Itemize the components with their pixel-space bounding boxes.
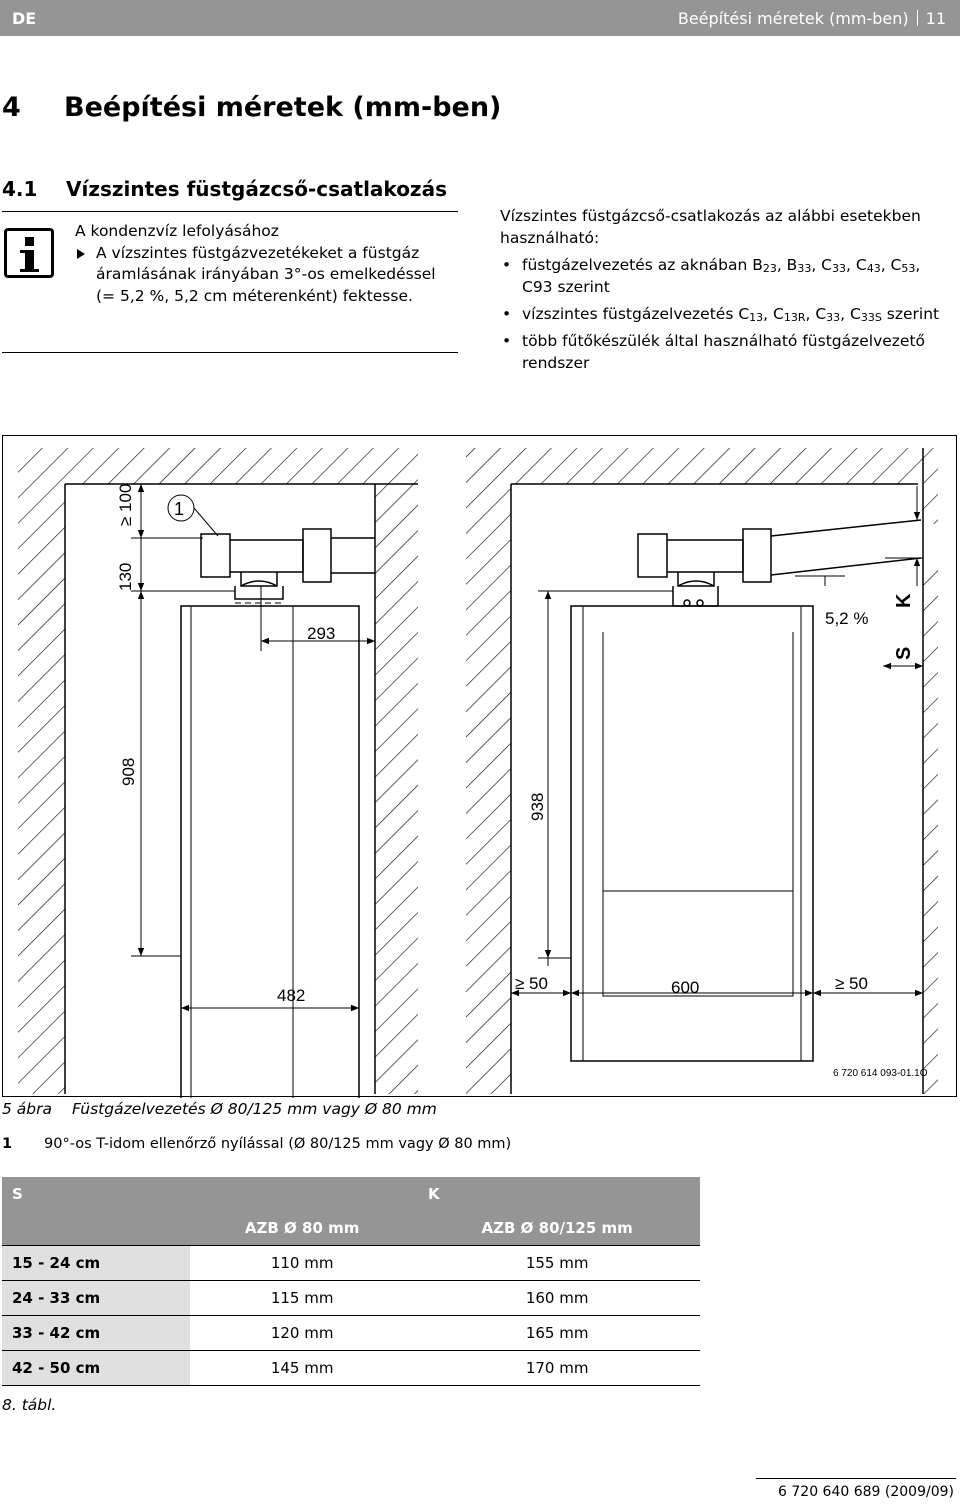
left-boiler xyxy=(180,528,375,1098)
section-number: 4.1 xyxy=(2,177,38,201)
dim-130: 130 xyxy=(116,563,135,591)
drawing-code: 6 720 614 093-01.1O xyxy=(833,1068,928,1079)
dim-50-right: ≥ 50 xyxy=(835,974,868,993)
k-label: K xyxy=(893,593,915,608)
table-row: 24 - 33 cm 115 mm 160 mm xyxy=(2,1280,700,1316)
s-label: S xyxy=(893,647,915,660)
usage-intro: Vízszintes füstgázcső-csatlakozás az alá… xyxy=(500,207,921,247)
dim-938: 938 xyxy=(528,793,547,821)
figure-legend: 1 90°-os T-idom ellenőrző nyílással (Ø 80… xyxy=(2,1136,511,1152)
language-label: DE xyxy=(12,9,37,28)
left-dimensions xyxy=(131,483,375,1016)
right-wall-hatching xyxy=(466,448,938,1094)
legend-text: 90°-os T-idom ellenőrző nyílással (Ø 80/… xyxy=(44,1136,512,1152)
col-s-header: S xyxy=(2,1177,190,1211)
usage-bullet-3: •több fűtőkészülék által használható füs… xyxy=(502,332,926,372)
table-caption: 8. tábl. xyxy=(2,1396,57,1414)
right-dimensions xyxy=(511,486,923,1011)
dim-482: 482 xyxy=(277,986,305,1005)
legend-number: 1 xyxy=(2,1136,13,1152)
page-number: 11 xyxy=(925,9,946,28)
info-icon xyxy=(4,228,54,278)
table-row: 15 - 24 cm 110 mm 155 mm xyxy=(2,1245,700,1281)
table-row: 42 - 50 cm 145 mm 170 mm xyxy=(2,1350,700,1386)
chapter-number: 4 xyxy=(2,92,21,123)
info-step-text: A vízszintes füstgázvezetékeket a füstgá… xyxy=(96,243,436,305)
table-subheader-row: AZB Ø 80 mm AZB Ø 80/125 mm xyxy=(2,1211,700,1246)
section-title: Vízszintes füstgázcső-csatlakozás xyxy=(66,177,447,201)
dim-908: 908 xyxy=(119,758,138,786)
section-heading: 4.1 Vízszintes füstgázcső-csatlakozás xyxy=(2,177,447,201)
dimension-labels: ≥ 100 130 1 293 908 482 938 ≥ 50 600 ≥ 5… xyxy=(116,484,928,1079)
header-section-title: Beépítési méretek (mm-ben) xyxy=(677,9,909,28)
dim-100: ≥ 100 xyxy=(116,484,135,526)
triangle-bullet-icon xyxy=(77,248,85,259)
usage-bullet-2: •vízszintes füstgázelvezetés C13, C13R, … xyxy=(502,305,940,324)
dim-293: 293 xyxy=(307,624,335,643)
installation-drawing: ≥ 100 130 1 293 908 482 938 ≥ 50 600 ≥ 5… xyxy=(2,435,957,1098)
info-note: A kondenzvíz lefolyásához A vízszintes f… xyxy=(75,221,455,307)
callout-1: 1 xyxy=(174,499,184,519)
figure-caption: 5 ábra Füstgázelvezetés Ø 80/125 mm vagy … xyxy=(2,1100,437,1118)
info-intro: A kondenzvíz lefolyásához xyxy=(75,222,279,240)
col-k-header: K xyxy=(190,1177,700,1211)
usage-text: Vízszintes füstgázcső-csatlakozás az alá… xyxy=(500,205,955,374)
col-azb80-header: AZB Ø 80 mm xyxy=(190,1211,415,1246)
table-row: 33 - 42 cm 120 mm 165 mm xyxy=(2,1315,700,1351)
usage-bullet-1: •füstgázelvezetés az aknában B23, B33, C… xyxy=(502,256,921,296)
chapter-title: Beépítési méretek (mm-ben) xyxy=(64,92,502,123)
col-azb80125-header: AZB Ø 80/125 mm xyxy=(414,1211,700,1246)
chapter-heading: 4 Beépítési méretek (mm-ben) xyxy=(2,92,501,123)
dimension-table: S K AZB Ø 80 mm AZB Ø 80/125 mm 15 - 24 … xyxy=(2,1177,700,1386)
header-section: Beépítési méretek (mm-ben) 11 xyxy=(678,9,946,28)
document-number: 6 720 640 689 (2009/09) xyxy=(778,1484,954,1500)
info-divider-top xyxy=(2,211,458,212)
table-header-row: S K xyxy=(2,1177,700,1211)
dim-50-left: ≥ 50 xyxy=(515,974,548,993)
dim-600: 600 xyxy=(671,978,699,997)
figure-title: Füstgázelvezetés Ø 80/125 mm vagy Ø 80 m… xyxy=(72,1100,437,1118)
info-step: A vízszintes füstgázvezetékeket a füstgá… xyxy=(75,243,455,308)
left-wall-hatching xyxy=(18,448,418,1094)
info-divider-bottom xyxy=(2,352,458,353)
figure-number: 5 ábra xyxy=(2,1100,52,1118)
right-boiler xyxy=(570,519,922,1062)
slope-label: 5,2 % xyxy=(825,609,868,628)
footer-divider xyxy=(756,1478,956,1479)
page-header: DE Beépítési méretek (mm-ben) 11 xyxy=(0,0,960,36)
